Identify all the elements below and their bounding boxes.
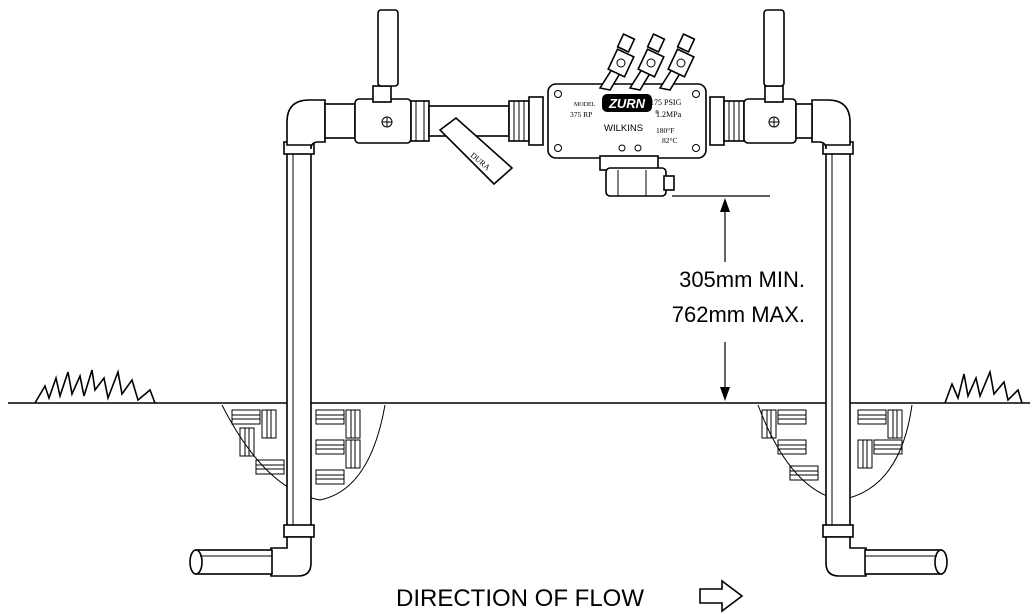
right-bottom-elbow bbox=[825, 536, 867, 577]
clearance-dimension: 305mm MIN. 762mm MAX. bbox=[672, 195, 805, 401]
test-cock-1 bbox=[598, 33, 636, 91]
soil-hatch-left bbox=[221, 404, 386, 501]
temp-c: 82°C bbox=[662, 136, 678, 145]
model-number: 375 RP bbox=[570, 110, 592, 119]
backflow-valve: ZURN ® MODEL 375 RP 175 PSIG 1.2MPa WILK… bbox=[547, 83, 707, 197]
right-top-elbow bbox=[811, 99, 851, 150]
left-top-elbow bbox=[286, 99, 326, 150]
pressure-psi: 175 PSIG bbox=[650, 98, 682, 107]
left-nipple bbox=[324, 103, 356, 139]
right-adapter bbox=[709, 96, 745, 146]
left-adapter bbox=[508, 96, 544, 146]
right-ball-valve bbox=[743, 9, 797, 144]
registered-mark: ® bbox=[655, 109, 659, 116]
brand-name: ZURN bbox=[608, 96, 646, 111]
right-outlet-pipe bbox=[864, 549, 948, 575]
temp-f: 180°F bbox=[656, 126, 674, 135]
test-cocks bbox=[598, 33, 696, 91]
model-label: MODEL bbox=[574, 102, 596, 108]
left-ball-valve bbox=[354, 9, 412, 144]
dimension-min-label: 305mm MIN. bbox=[679, 267, 805, 292]
test-cock-3 bbox=[658, 33, 696, 91]
left-union bbox=[410, 100, 430, 142]
test-cock-2 bbox=[628, 33, 666, 91]
left-bottom-elbow bbox=[270, 536, 312, 577]
left-riser-pipe bbox=[283, 141, 315, 538]
right-riser-pipe bbox=[822, 141, 854, 538]
maker-name: WILKINS bbox=[604, 123, 643, 134]
left-outlet-pipe bbox=[189, 549, 273, 575]
dimension-max-label: 762mm MAX. bbox=[672, 302, 805, 327]
right-arrow-icon bbox=[699, 579, 744, 613]
flow-direction-label: DIRECTION OF FLOW bbox=[396, 585, 644, 612]
zurn-logo bbox=[602, 94, 652, 112]
grass-left bbox=[34, 369, 156, 404]
y-strainer: DURA bbox=[428, 105, 514, 186]
pressure-mpa: 1.2MPa bbox=[656, 110, 682, 119]
right-nipple bbox=[795, 103, 813, 139]
grass-right bbox=[944, 369, 1023, 404]
